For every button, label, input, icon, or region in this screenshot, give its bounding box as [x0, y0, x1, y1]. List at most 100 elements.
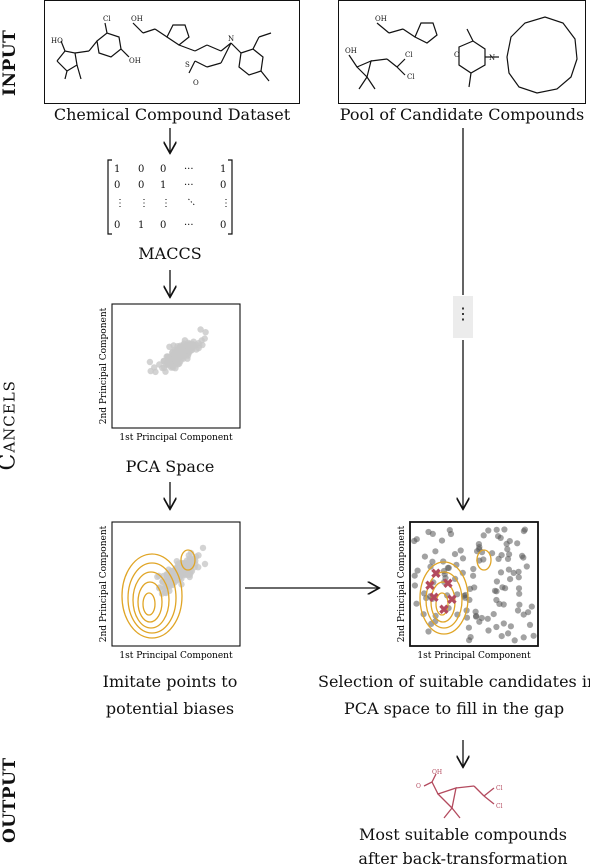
matrix-r2c2: 0	[138, 180, 144, 191]
candidate-point	[515, 574, 522, 581]
pca-point	[195, 552, 202, 559]
candidate-point	[510, 569, 517, 576]
plot1-xlabel: 1st Principal Component	[119, 433, 233, 443]
atom-cl-pool: Cl	[405, 51, 413, 59]
selection-label-2: PCA space to fill in the gap	[343, 699, 565, 718]
matrix-r4c5: 0	[220, 220, 226, 231]
pca-point	[161, 585, 168, 593]
candidate-point	[500, 620, 507, 627]
candidate-point	[457, 547, 464, 554]
candidate-point	[470, 572, 477, 579]
pca-point	[195, 564, 202, 571]
candidate-point	[493, 578, 500, 585]
candidate-point	[459, 555, 467, 562]
candidate-point	[480, 532, 487, 539]
candidate-point	[505, 566, 512, 573]
candidate-point	[504, 555, 512, 562]
pca-point	[187, 557, 195, 565]
matrix-r4c3: 0	[160, 220, 166, 231]
candidate-point	[493, 623, 500, 631]
out-atom-cl: Cl	[496, 785, 503, 792]
selection-label-1: Selection of suitable candidates in	[318, 672, 590, 691]
candidate-point	[516, 601, 523, 608]
candidate-point	[504, 546, 511, 553]
selection-contours	[419, 549, 492, 635]
candidate-point	[470, 565, 477, 573]
candidate-point	[519, 552, 526, 559]
candidate-point	[462, 594, 469, 601]
pca-point	[185, 552, 192, 559]
candidate-point	[502, 585, 509, 592]
matrix-r1c1: 1	[114, 164, 120, 175]
pool-label: Pool of Candidate Compounds	[339, 105, 585, 124]
pca-point	[201, 560, 209, 568]
atom-n-pool: N	[489, 54, 495, 62]
candidate-point	[421, 553, 428, 560]
matrix-r3c5: ⋮	[221, 198, 231, 209]
candidate-point	[459, 569, 466, 576]
pca-point	[195, 344, 202, 352]
atom-n: N	[228, 35, 234, 43]
candidate-point	[501, 526, 508, 533]
candidate-point	[430, 579, 437, 586]
pca-point	[199, 544, 207, 552]
atom-cl-pool-2: Cl	[407, 73, 415, 81]
candidate-point	[476, 546, 483, 553]
candidate-point	[497, 534, 504, 541]
candidate-point	[438, 537, 446, 544]
pca-point	[185, 571, 192, 579]
pca-point	[197, 326, 204, 333]
atom-oh-pool-2: OH	[375, 15, 387, 23]
candidate-point	[472, 608, 479, 615]
candidate-point	[473, 613, 480, 620]
plot3-ylabel: 2nd Principal Component	[397, 525, 407, 642]
candidate-point	[490, 611, 497, 618]
pca-plot-imitate: 1st Principal Component 2nd Principal Co…	[94, 518, 244, 664]
matrix-r1c2: 0	[138, 164, 144, 175]
maccs-matrix: 1 0 0 ··· 1 0 0 1 ··· 0 ⋮ ⋮ ⋮ ⋮ ⋮ 0 1 0 …	[106, 158, 234, 236]
pca-point	[165, 358, 172, 365]
pca-point	[176, 360, 183, 367]
candidate-point	[478, 614, 485, 622]
out-atom-o: O	[416, 783, 421, 790]
pca-point	[170, 571, 178, 578]
ellipsis-glyph: ⋮	[455, 304, 471, 323]
candidate-point	[493, 526, 500, 533]
matrix-r2c4: ···	[184, 180, 194, 191]
candidate-point	[411, 572, 418, 579]
candidate-point	[516, 590, 523, 597]
matrix-r3c4: ⋮	[184, 195, 199, 210]
matrix-r1c3: 0	[160, 164, 166, 175]
candidate-point	[411, 537, 418, 545]
candidate-point	[498, 633, 505, 640]
candidate-point	[528, 603, 535, 610]
candidate-point	[514, 607, 522, 614]
candidate-point	[467, 585, 474, 592]
pca-point	[163, 353, 170, 360]
selected-candidate-marker: ✖	[429, 591, 440, 606]
candidate-point	[485, 627, 492, 634]
candidate-point	[511, 637, 518, 644]
candidate-point	[454, 591, 461, 598]
candidate-point	[514, 540, 521, 547]
candidate-point	[523, 563, 530, 570]
candidate-point	[505, 630, 512, 637]
out-atom-cl-2: Cl	[496, 803, 503, 810]
pca-plot-selection: ✖✖✖✖✖✖ 1st Principal Component 2nd Princ…	[392, 518, 542, 664]
candidate-point	[485, 527, 492, 534]
pca-point	[179, 350, 187, 357]
matrix-r3c3: ⋮	[161, 198, 171, 209]
pca-point	[189, 342, 197, 349]
candidate-point	[520, 528, 527, 535]
candidate-point	[446, 527, 453, 534]
pca-point	[146, 358, 154, 366]
candidate-point	[503, 540, 510, 547]
candidate-point	[432, 548, 439, 555]
matrix-r2c3: 1	[160, 180, 166, 191]
pca-point	[201, 335, 208, 342]
matrix-r4c4: ···	[184, 220, 194, 231]
maccs-label: MACCS	[138, 244, 202, 263]
pca-point	[178, 567, 186, 574]
atom-oh: OH	[129, 57, 141, 65]
